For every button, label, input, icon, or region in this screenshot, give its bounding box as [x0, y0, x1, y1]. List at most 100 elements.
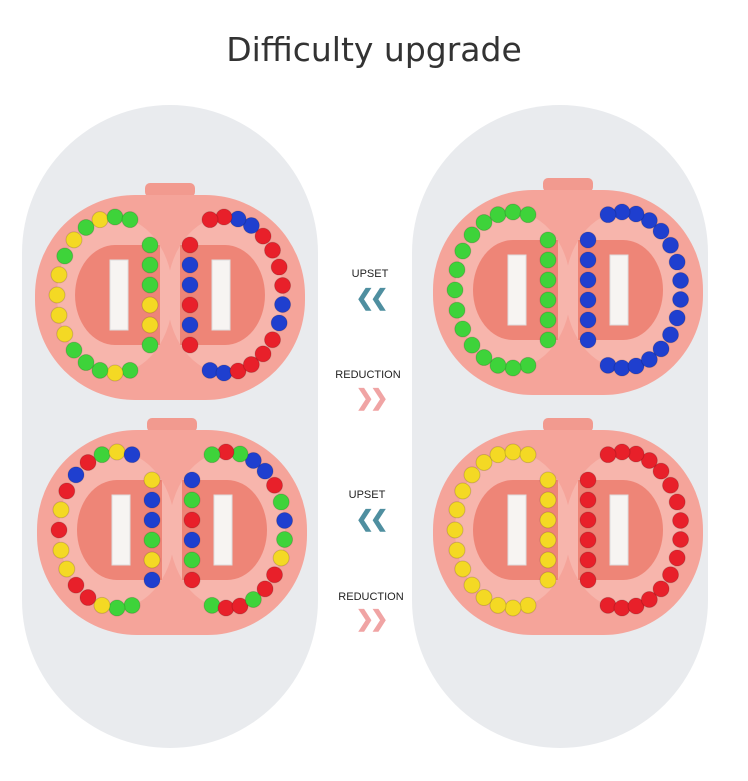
bead — [52, 541, 70, 559]
bead — [599, 206, 617, 224]
bead — [65, 341, 83, 359]
bead — [50, 306, 68, 324]
toy-window — [109, 259, 129, 331]
bead — [274, 296, 292, 314]
bead — [613, 203, 631, 221]
bead — [640, 212, 658, 230]
bead — [446, 521, 464, 539]
bead — [108, 443, 126, 461]
bead — [77, 218, 95, 236]
bead — [106, 208, 124, 226]
bead — [183, 571, 201, 589]
bead — [668, 309, 686, 327]
bead — [244, 590, 262, 608]
bead — [539, 571, 557, 589]
bead — [489, 356, 507, 374]
bead — [141, 336, 159, 354]
bead — [640, 452, 658, 470]
toy-window — [111, 494, 131, 566]
bead — [217, 599, 235, 617]
toy-window — [507, 494, 527, 566]
bead — [231, 445, 249, 463]
bead — [539, 331, 557, 349]
bead — [123, 596, 141, 614]
bead — [270, 258, 288, 276]
bead — [613, 599, 631, 617]
bead — [448, 301, 466, 319]
toy-handle — [147, 418, 197, 432]
bead — [489, 446, 507, 464]
bead — [264, 241, 282, 259]
toy-window — [211, 259, 231, 331]
bead — [454, 560, 472, 578]
bead — [519, 356, 537, 374]
bead — [108, 599, 126, 617]
bead — [539, 251, 557, 269]
bead — [662, 566, 680, 584]
bead — [613, 359, 631, 377]
bead — [448, 501, 466, 519]
bead — [463, 466, 481, 484]
bead — [79, 453, 97, 471]
bead — [599, 596, 617, 614]
bead — [652, 222, 670, 240]
bead — [65, 231, 83, 249]
toy-window — [507, 254, 527, 326]
bead — [276, 531, 294, 549]
arrow-right-icon: ❯❯ — [355, 606, 389, 631]
bead — [242, 217, 260, 235]
bead — [504, 203, 522, 221]
bead — [454, 320, 472, 338]
bead — [50, 521, 68, 539]
bead — [539, 311, 557, 329]
reduction-label-bottom: REDUCTION — [338, 591, 404, 603]
bead — [463, 226, 481, 244]
bead — [217, 443, 235, 461]
bead — [183, 491, 201, 509]
bead — [91, 361, 109, 379]
bead — [266, 476, 284, 494]
bead — [579, 271, 597, 289]
bead — [272, 493, 290, 511]
bead — [652, 462, 670, 480]
bead — [56, 247, 74, 265]
bead — [504, 443, 522, 461]
bead — [539, 471, 557, 489]
bead — [489, 206, 507, 224]
bead — [67, 576, 85, 594]
bead — [143, 471, 161, 489]
bead — [579, 551, 597, 569]
bead — [203, 596, 221, 614]
bead — [448, 541, 466, 559]
bead — [56, 325, 74, 343]
arrow-left-icon: ❮❮ — [355, 506, 389, 531]
bead — [141, 236, 159, 254]
bead — [264, 331, 282, 349]
bead — [203, 446, 221, 464]
bead — [181, 256, 199, 274]
bead — [504, 359, 522, 377]
bead — [183, 471, 201, 489]
bead — [579, 231, 597, 249]
toy-bottom-left-scrambled — [37, 418, 307, 635]
bead — [579, 571, 597, 589]
bead — [672, 291, 690, 309]
arrow-left-icon: ❮❮ — [355, 285, 389, 310]
bead — [121, 361, 139, 379]
bead — [475, 213, 493, 231]
bead — [672, 531, 690, 549]
bead — [201, 361, 219, 379]
bead — [274, 276, 292, 294]
bead — [254, 227, 272, 245]
bead — [519, 206, 537, 224]
bead — [672, 511, 690, 529]
bead — [539, 511, 557, 529]
bead — [106, 364, 124, 382]
bead — [539, 491, 557, 509]
bead — [256, 462, 274, 480]
bead — [539, 271, 557, 289]
bead — [504, 599, 522, 617]
toy-window — [609, 254, 629, 326]
bead — [672, 271, 690, 289]
